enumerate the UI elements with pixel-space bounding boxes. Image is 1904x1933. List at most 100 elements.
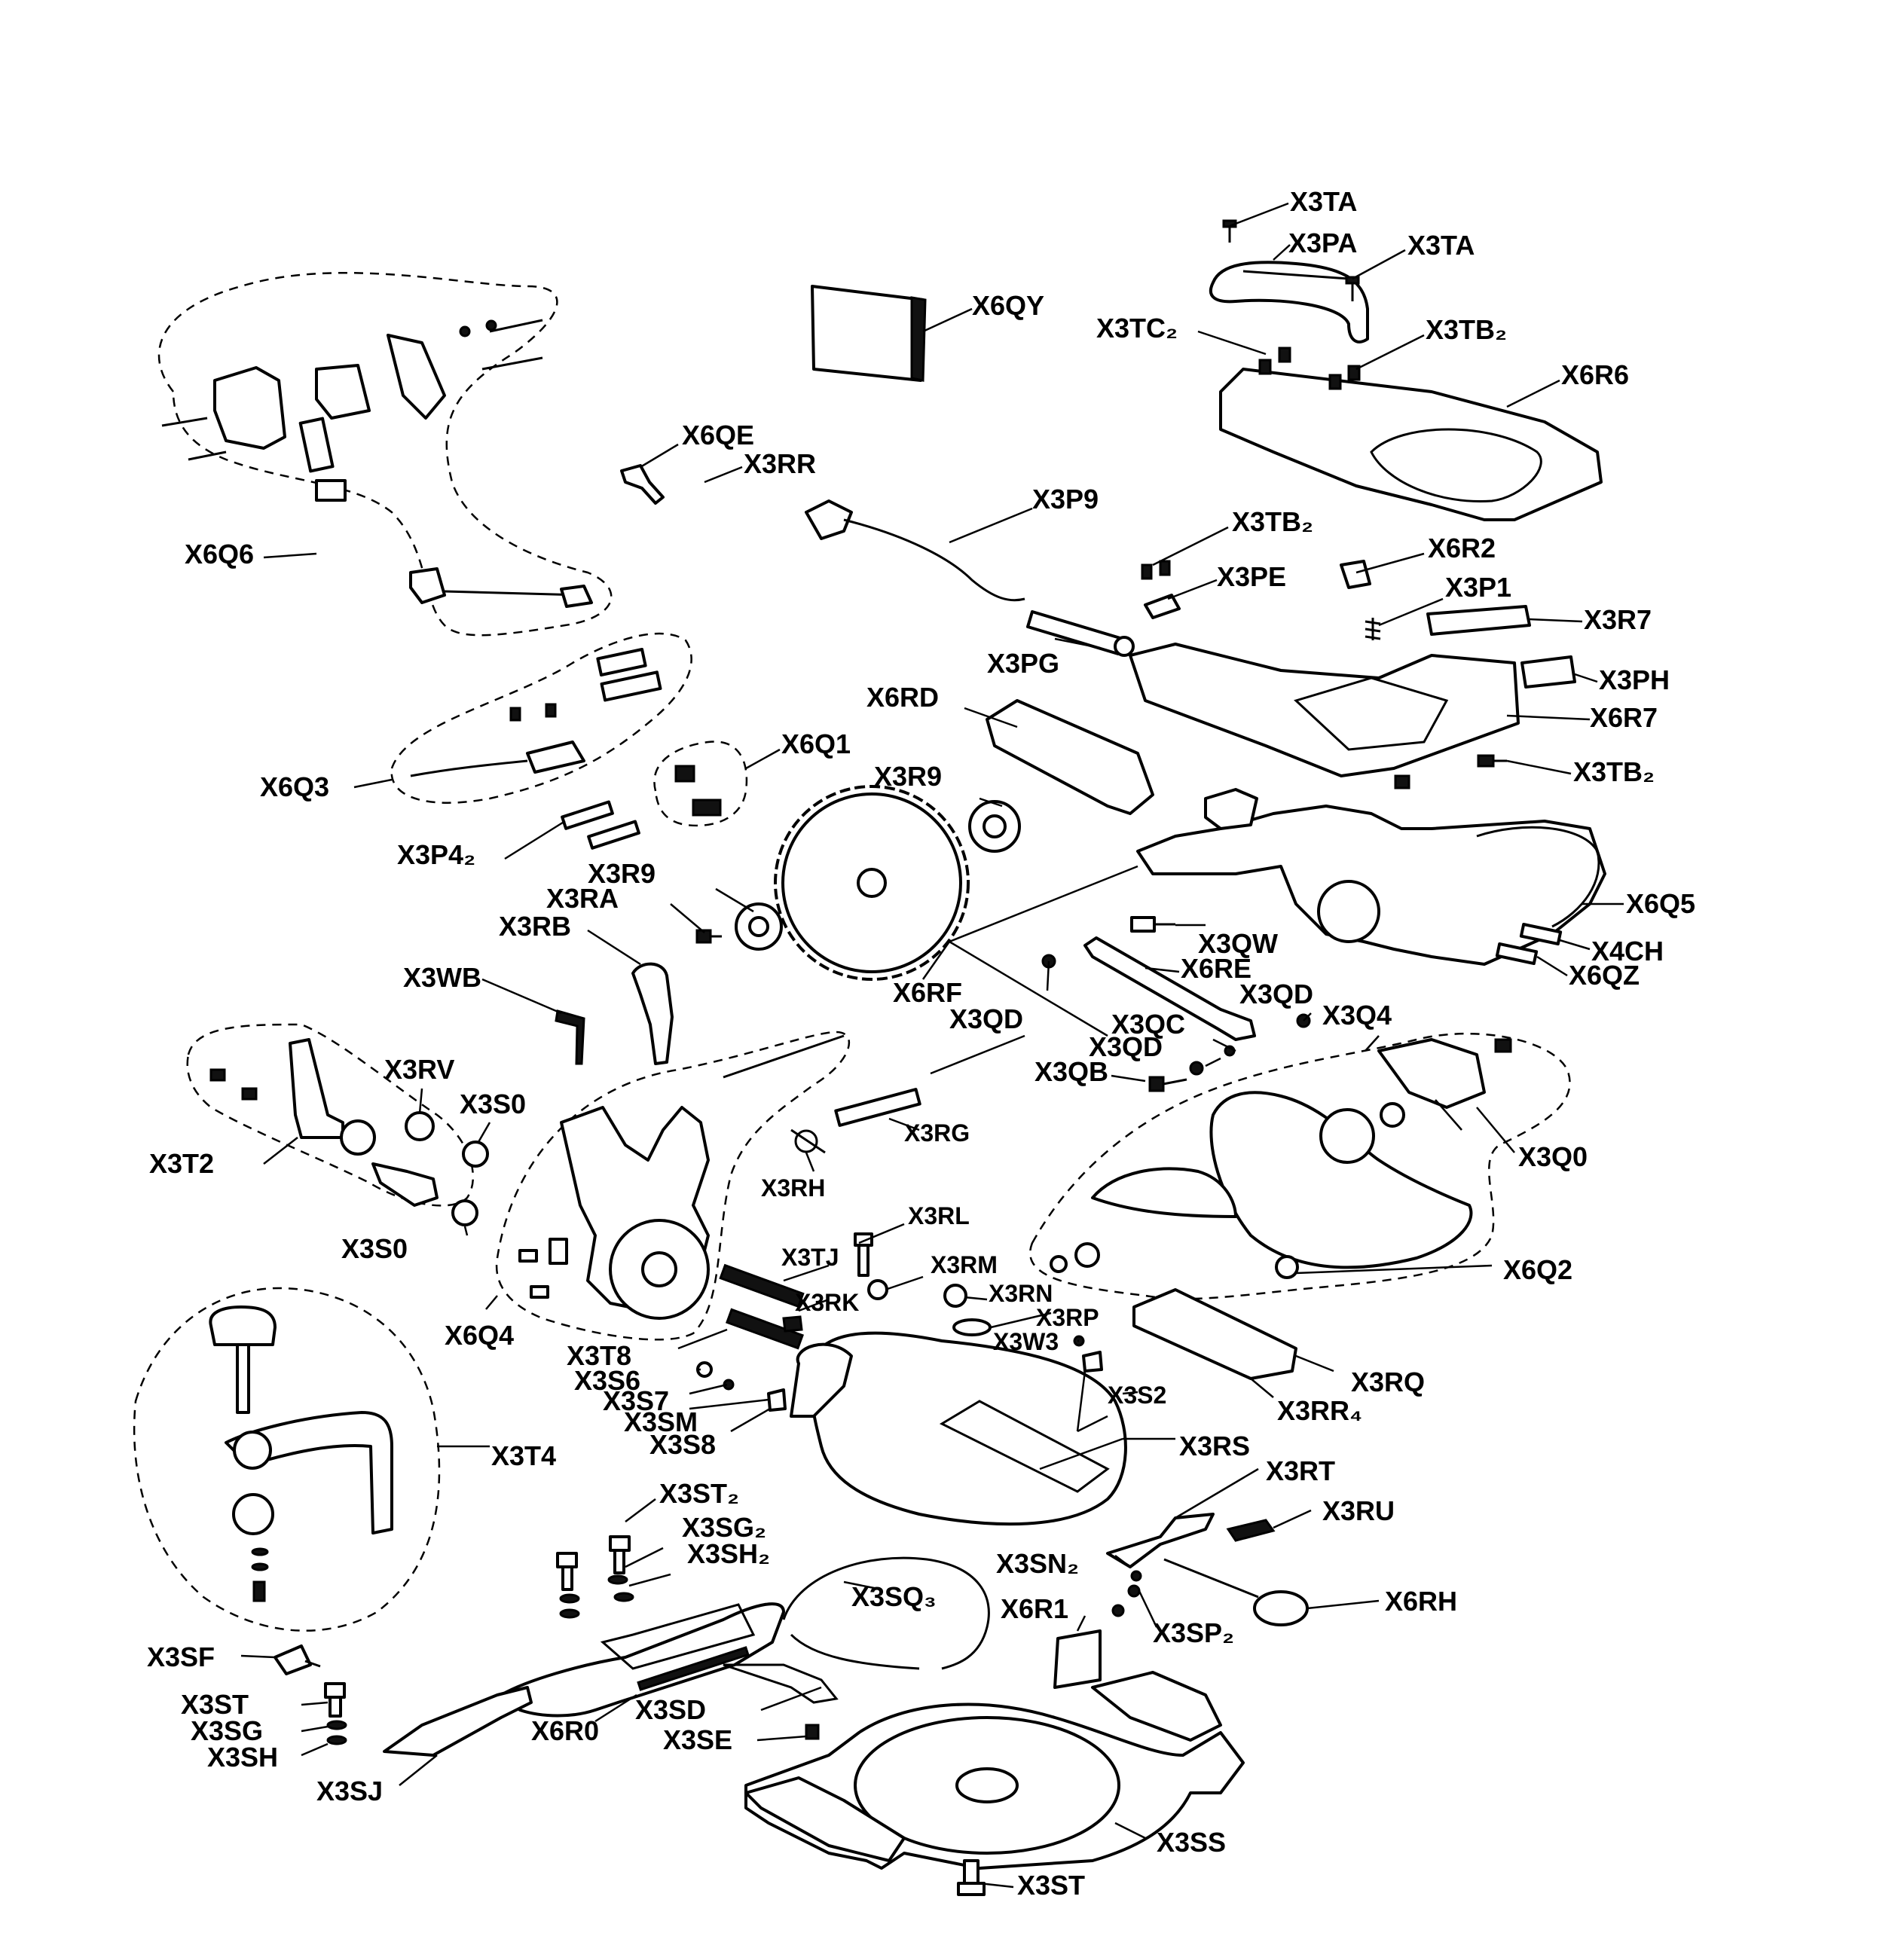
flange-x3r9-top xyxy=(968,800,1021,853)
guard-washer-x6q2 xyxy=(1275,1255,1299,1279)
label-x3ph: X3PH xyxy=(1599,664,1670,695)
label-x3st-bottom: X3ST xyxy=(1017,1870,1085,1901)
label-x3sh: X3SH xyxy=(207,1742,278,1773)
cord-clamp xyxy=(620,464,665,505)
label-x3sj: X3SJ xyxy=(316,1776,383,1806)
fence-x6r0-face xyxy=(600,1603,756,1670)
pin-x3p42-a xyxy=(561,800,614,830)
nut-x3rm xyxy=(867,1279,888,1300)
group-outline-x6q2 xyxy=(1029,1032,1571,1300)
label-x3r9-left: X3R9 xyxy=(588,858,656,889)
manual-booklet xyxy=(811,285,924,382)
part-x3r7 xyxy=(1426,605,1531,636)
group-outline-x3t4 xyxy=(133,1287,441,1632)
housing-frame-window xyxy=(1294,676,1449,751)
housing-top-cover xyxy=(1219,368,1603,521)
lower-blade-guard xyxy=(1209,1091,1473,1269)
ring-x3sq3 xyxy=(782,1556,990,1670)
lock-washer xyxy=(232,1493,274,1535)
lower-guard-hub xyxy=(1319,1108,1375,1164)
label-x3p1: X3P1 xyxy=(1445,572,1511,603)
switch-body xyxy=(315,364,371,420)
fence-knob-x3sf xyxy=(274,1644,321,1675)
bolt-x3qw xyxy=(1130,916,1175,933)
nut-x3rk xyxy=(782,1315,803,1333)
guard-bracket-x3q4 xyxy=(1377,1038,1486,1109)
label-x3ru: X3RU xyxy=(1322,1495,1395,1526)
label-x6rf: X6RF xyxy=(893,977,962,1008)
label-x3se: X3SE xyxy=(663,1724,732,1755)
hex-key xyxy=(555,1009,585,1065)
brush-wire xyxy=(410,759,528,777)
label-x6re: X6RE xyxy=(1181,953,1252,984)
label-x3ss: X3SS xyxy=(1157,1827,1226,1858)
switch-trigger xyxy=(387,334,446,420)
label-x3q0: X3Q0 xyxy=(1518,1141,1588,1172)
dust-chute xyxy=(986,699,1154,815)
turntable-slot xyxy=(939,1400,1110,1493)
dust-port xyxy=(1204,788,1258,830)
screw-frame-bottom xyxy=(1394,774,1410,789)
label-x6q1: X6Q1 xyxy=(781,728,851,759)
washer-x3s0-low xyxy=(451,1199,478,1226)
label-x6r1 xyxy=(1053,1629,1102,1689)
part-x3s8 xyxy=(767,1388,787,1412)
label-x3t4: X3T4 xyxy=(491,1440,556,1471)
label-x3qb: X3QB xyxy=(1035,1056,1108,1087)
label-x3q4: X3Q4 xyxy=(1322,1000,1392,1031)
carbon-brush-b xyxy=(692,799,722,817)
fence-x3sd-strip xyxy=(723,1663,839,1704)
bolt-x3tj xyxy=(719,1263,805,1309)
brush-plate-a xyxy=(596,648,647,676)
label-x3ra: X3RA xyxy=(546,883,619,914)
label-x3p42: X3P4₂ xyxy=(397,839,475,870)
housing-top-cover-inner xyxy=(1370,428,1542,503)
screws-x3sn2 xyxy=(1130,1570,1142,1582)
label-x3w3: X3W3 xyxy=(993,1328,1059,1355)
flange-x3r9-left xyxy=(735,902,783,951)
leader-lines xyxy=(240,202,1624,1889)
switch-label xyxy=(315,479,347,502)
pin-x4ch xyxy=(1519,922,1563,946)
part-x3pe xyxy=(1144,594,1181,619)
label-x3tb2-mid: X3TB₂ xyxy=(1232,506,1313,537)
label-x3sg2: X3SG₂ xyxy=(682,1512,766,1543)
screws-x6q3 xyxy=(509,703,557,722)
label-x3pa: X3PA xyxy=(1288,228,1357,258)
washer-x3rp xyxy=(952,1318,992,1336)
switch-plate xyxy=(298,417,335,473)
pointer-x3ru xyxy=(1226,1519,1276,1542)
label-x3sg: X3SG xyxy=(191,1715,263,1746)
label-x3qc: X3QC xyxy=(1111,1009,1185,1040)
label-x3tj: X3TJ xyxy=(781,1244,839,1271)
label-x6q4: X6Q4 xyxy=(445,1320,514,1351)
label-x6r2: X6R2 xyxy=(1428,533,1496,563)
lever-x3rb xyxy=(631,962,674,1065)
label-x3qd-b: X3QD xyxy=(1239,979,1313,1009)
label-x3ta-right: X3TA xyxy=(1407,230,1475,261)
washer-x3s0-top xyxy=(462,1141,489,1168)
label-x6q5: X6Q5 xyxy=(1626,888,1695,919)
switch-lower-bracket xyxy=(409,567,446,604)
bolt-x3qb xyxy=(1148,1076,1187,1092)
group-outline-x3t2 xyxy=(186,1023,475,1207)
handle-grip xyxy=(1209,261,1369,344)
label-x3rv: X3RV xyxy=(384,1054,454,1085)
label-x3rn: X3RN xyxy=(989,1280,1053,1307)
switch-housing-left xyxy=(213,366,286,450)
fence-clamp-plate xyxy=(289,1038,344,1139)
trunnion-wheel-hub xyxy=(641,1251,677,1287)
label-x6qz: X6QZ xyxy=(1569,960,1640,991)
bolt-x3st-bottom xyxy=(957,1859,986,1896)
switch-cable xyxy=(444,590,581,597)
label-x3pe: X3PE xyxy=(1217,561,1286,592)
bolt-x3ra xyxy=(695,929,722,944)
label-x3st2: X3ST₂ xyxy=(659,1478,739,1509)
part-x6r2 xyxy=(1340,560,1371,589)
brush-plate-b xyxy=(600,670,662,702)
label-x6q6: X6Q6 xyxy=(185,539,254,570)
label-x3tb2-top: X3TB₂ xyxy=(1426,314,1507,345)
guard-bushing xyxy=(1074,1242,1100,1268)
label-x3pg: X3PG xyxy=(987,648,1059,679)
